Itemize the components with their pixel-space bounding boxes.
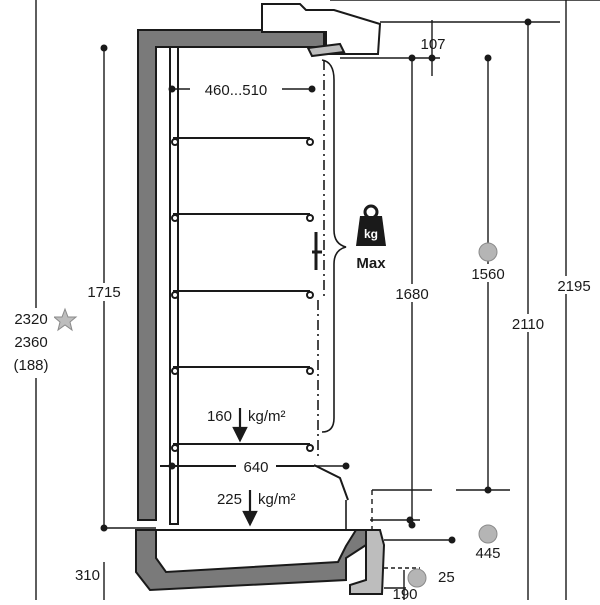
shelf-2-bracket: [171, 214, 179, 222]
shelf-5-bracket: [171, 444, 179, 452]
shelf-4-tip: [306, 367, 314, 375]
dim-640-start: [168, 462, 176, 470]
dim-bottom-rule-end: [448, 536, 456, 544]
circle-marker-icon: [478, 524, 498, 544]
shelf-1-tip: [306, 138, 314, 146]
label-shelf-load-unit: kg/m²: [248, 408, 286, 425]
label-height-1560: 1560: [471, 266, 504, 283]
label-base-load-unit: kg/m²: [258, 491, 296, 508]
front-profile: [313, 464, 349, 501]
base-load-arrow-head: [242, 510, 258, 527]
weight-icon-label: kg: [364, 227, 378, 241]
dim-1715-top: [100, 44, 108, 52]
dim-shelf-depth-end: [308, 85, 316, 93]
label-bottom-depth: 190: [392, 586, 417, 600]
load-arrows: [232, 408, 258, 527]
label-top-offset: 107: [420, 36, 445, 53]
weight-icon-handle: [363, 204, 379, 220]
dimension-labels: 460...510 107 1715 2320 2360 (188) 1680 …: [6, 36, 598, 603]
label-shelf-span: 1680: [395, 286, 428, 303]
dim-640-end: [342, 462, 350, 470]
shelf-4-bracket: [171, 367, 179, 375]
shelf-3-bracket: [171, 291, 179, 299]
label-height-2110: 2110: [512, 316, 544, 333]
load-labels: Max 160 kg/m² 225 kg/m²: [207, 255, 386, 508]
label-bg-1715: [80, 283, 128, 301]
shelf-1-bracket: [171, 138, 179, 146]
shelf-2-tip: [306, 214, 314, 222]
label-shelf-load-value: 160: [207, 408, 232, 425]
label-height-2195: 2195: [557, 278, 590, 295]
inner-back-panel: [169, 46, 179, 525]
star-icon: [52, 307, 78, 332]
dim-shelf-depth-start: [168, 85, 176, 93]
label-bg-640: [236, 458, 276, 475]
label-bg-1680: [388, 284, 436, 302]
label-total-height-1: 2320: [14, 311, 47, 328]
base-tub: [135, 529, 376, 592]
label-inner-height: 1715: [87, 284, 120, 301]
cabinet-back-wall: [137, 29, 325, 521]
front-lower-box: [349, 529, 386, 595]
label-base-load-value: 225: [217, 491, 242, 508]
label-bg-2110: [504, 314, 552, 332]
canopy-light: [306, 42, 346, 58]
cabinet: [135, 3, 386, 595]
label-base-depth: 640: [243, 459, 268, 476]
rear-bracket: [312, 232, 322, 270]
max-load-brace: [321, 59, 347, 433]
label-rear-height: 445: [475, 545, 500, 562]
label-bg-2195: [548, 276, 598, 294]
shelf-3-tip: [306, 291, 314, 299]
label-bottom-offset: 25: [438, 569, 455, 586]
weight-icon-body: [356, 216, 386, 246]
label-bg-total: [6, 308, 54, 378]
label-max: Max: [356, 255, 386, 272]
circle-marker-icon: [478, 242, 498, 262]
label-base-height: 310: [75, 567, 100, 584]
shelf-load-arrow-head: [232, 426, 248, 443]
dim-445-end: [406, 516, 414, 524]
dimension-lines: [35, 0, 600, 600]
label-total-height-3: (188): [13, 357, 48, 374]
shelf-5-tip: [306, 444, 314, 452]
label-shelf-depth: 460...510: [205, 82, 268, 99]
canopy: [261, 3, 382, 55]
label-bg-shelf-depth: [190, 80, 282, 98]
label-total-height-2: 2360: [14, 334, 47, 351]
label-bg-1560: [464, 264, 512, 282]
weight-icon: kg: [356, 204, 386, 246]
circle-marker-icon: [407, 568, 427, 588]
